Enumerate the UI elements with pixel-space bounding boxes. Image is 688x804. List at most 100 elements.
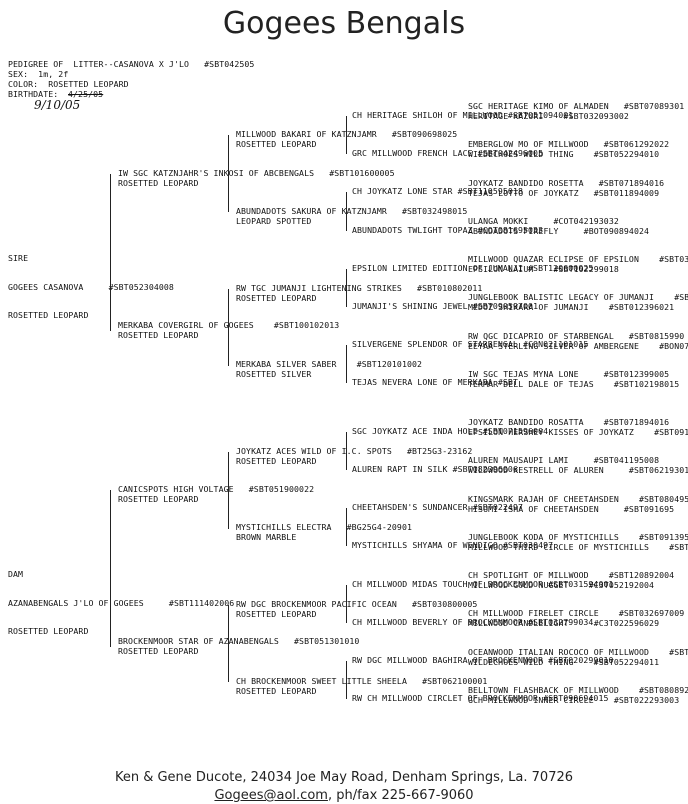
- birthdate-handwritten: 9/10/05: [34, 98, 81, 112]
- gen4-entry: MYSTICHILLS SHYAMA OF WENDIGO #SBT030497: [352, 540, 553, 551]
- gen5-entry: JOYKATZ BANDIDO ROSETTA #SBT071894016: [468, 178, 665, 188]
- entry-name: RW CH MILLWOOD CIRCLET OF BROCKENMOOR: [352, 693, 539, 703]
- entry-reg: #SBT051094001: [507, 110, 574, 120]
- bracket-gen3: [346, 345, 347, 383]
- entry-name: RW DGC MILLWOOD BAGHIRA OF BROCKENMOOR: [352, 655, 544, 665]
- entry-name: JUMANJI'S SHINING JEWEL: [352, 301, 468, 311]
- gen5-entry: TERMAR DELL DALE OF TEJAS #SBT102198015: [468, 379, 680, 389]
- gen4-entry: EPSILON LIMITED EDITION OF JUMANJI #SBT1…: [352, 263, 594, 274]
- entry-reg: #SBT042496005: [477, 148, 544, 158]
- entry-name: ALUREN RAPT IN SILK: [352, 464, 448, 474]
- entry-name: CH MILLWOOD MIDAS TOUCH OF BROCKENMOOR: [352, 579, 544, 589]
- gen5-entry: EEYAA STERLING SILVER OF AMBERGENE #BON0…: [468, 341, 688, 351]
- entry-color: ROSETTED SILVER: [236, 368, 312, 379]
- entry-name: JOYKATZ ACES WILD OF I.C. SPOTS #BT25G3-…: [236, 446, 473, 456]
- dam-color: ROSETTED LEOPARD: [8, 626, 89, 636]
- gen3-entry: RW TGC JUMANJI LIGHTENING STRIKES #SBT01…: [236, 283, 483, 303]
- entry-reg: #COT081695033: [477, 225, 544, 235]
- gen5-entry: WILDECHOES WILD THING #SBT052294011: [468, 657, 660, 667]
- entry-color: ROSETTED LEOPARD: [236, 138, 317, 149]
- gen5-entry: EPSILON HERSHEY KISSES OF JOYKATZ #SBT09…: [468, 427, 688, 437]
- birthdate-label: BIRTHDATE:: [8, 89, 59, 99]
- entry-reg: #SBT110595018: [457, 186, 524, 196]
- gen4-entry: JUMANJI'S SHINING JEWEL #SBT090597001: [352, 301, 539, 312]
- gen4-entry: RW CH MILLWOOD CIRCLET OF BROCKENMOOR #S…: [352, 693, 609, 704]
- entry-color: ROSETTED LEOPARD: [118, 177, 199, 188]
- entry-color: ROSETTED LEOPARD: [118, 493, 199, 504]
- color-line: COLOR: ROSETTED LEOPARD: [8, 79, 129, 89]
- gen2-entry: BROCKENMOOR STAR OF AZANABENGALS #SBT051…: [118, 636, 360, 656]
- entry-name: CHEETAHSDEN'S SUNDANCER: [352, 502, 468, 512]
- gen3-entry: ABUNDADOTS SAKURA OF KATZNJAMR #SBT03249…: [236, 206, 468, 226]
- entry-reg: #SBT020299010: [548, 655, 614, 665]
- entry-name: MYSTICHILLS ELECTRA #BG25G4-20901: [236, 522, 413, 532]
- gen5-entry: EMBERGLOW MO OF MILLWOOD #SBT061292022: [468, 139, 670, 149]
- entry-name: CH HERITAGE SHILOH OF MILLWOOD: [352, 110, 503, 120]
- bracket-gen3: [346, 192, 347, 231]
- bracket-sire: [110, 174, 111, 331]
- entry-name: CANICSPOTS HIGH VOLTAGE #SBT051900022: [118, 484, 315, 494]
- gen4-entry: RW DGC MILLWOOD BAGHIRA OF BROCKENMOOR #…: [352, 655, 614, 666]
- page-title: Gogees Bengals: [222, 6, 466, 41]
- entry-name: MERKABA SILVER SABER #SBT120101002: [236, 359, 423, 369]
- entry-name: EPSILON LIMITED EDITION OF JUMANJI: [352, 263, 523, 273]
- bracket-gen2: [228, 452, 229, 529]
- gen5-entry: JUNGLEBOOK KODA OF MYSTICHILLS #SBT09139…: [468, 532, 688, 542]
- gen5-entry: RW QGC DICAPRIO OF STARBENGAL #SBT081599…: [468, 331, 685, 341]
- footer-contact: Gogees@aol.com, ph/fax 225-667-9060: [0, 788, 688, 803]
- entry-color: ROSETTED LEOPARD: [236, 455, 317, 466]
- entry-reg: #SBT120600025: [528, 263, 594, 273]
- entry-reg: #SBT082396006: [452, 464, 518, 474]
- entry-reg: #SBT071596004: [482, 426, 549, 436]
- entry-color: ROSETTED LEOPARD: [236, 608, 317, 619]
- gen4-entry: SILVERGENE SPLENDOR OF STARBENGAL #CON02…: [352, 339, 588, 350]
- gen5-entry: WILDECHOES WILD THING #SBT052294010: [468, 149, 660, 159]
- gen5-entry: ULANGA MOKKI #COT042193032: [468, 216, 619, 226]
- bracket-gen3: [346, 269, 347, 307]
- sire-name: GOGEES CASANOVA #SBT052304008: [8, 281, 174, 292]
- entry-color: ROSETTED LEOPARD: [236, 685, 317, 696]
- bracket-dam: [110, 490, 111, 647]
- entry-name: SGC JOYKATZ ACE INDA HOLE: [352, 426, 478, 436]
- entry-name: ABUNDADOTS TWLIGHT TOPAZ: [352, 225, 473, 235]
- entry-reg: #SBT090597001: [472, 301, 539, 311]
- entry-reg: #SBT022497: [472, 502, 524, 512]
- bracket-gen2: [228, 605, 229, 682]
- gen5-entry: JOYKATZ BANDIDO ROSATTA #SBT071894016: [468, 417, 670, 427]
- entry-reg: #SBT031594001: [548, 579, 614, 589]
- gen4-entry: CH HERITAGE SHILOH OF MILLWOOD #SBT05109…: [352, 110, 574, 121]
- gen5-entry: MILLWOOD QUAZAR ECLIPSE OF EPSILON #SBT0…: [468, 254, 688, 264]
- entry-name: MILLWOOD BAKARI OF KATZNJAMR #SBT0906980…: [236, 129, 458, 139]
- gen4-entry: TEJAS NEVERA LONE OF MERKABA #SBT: [352, 377, 518, 388]
- entry-name: BROCKENMOOR STAR OF AZANABENGALS #SBT051…: [118, 636, 360, 646]
- entry-color: ROSETTED LEOPARD: [236, 292, 317, 303]
- footer-address: Ken & Gene Ducote, 24034 Joe May Road, D…: [114, 770, 574, 785]
- entry-color: BROWN MARBLE: [236, 531, 297, 542]
- gen4-entry: CH MILLWOOD MIDAS TOUCH OF BROCKENMOOR #…: [352, 579, 614, 590]
- gen5-entry: MILLWOOD THIRD CIRCLE OF MYSTICHILLS #SB…: [468, 542, 688, 552]
- gen5-entry: MILLWOOD CANDLELIGHT #C3T022596029: [468, 618, 660, 628]
- gen3-entry: CH BROCKENMOOR SWEET LITTLE SHEELA #SBT0…: [236, 676, 487, 696]
- entry-name: RW TGC JUMANJI LIGHTENING STRIKES #SBT01…: [236, 283, 483, 293]
- entry-color: ROSETTED LEOPARD: [118, 645, 199, 656]
- gen3-entry: RW DGC BROCKENMOOR PACIFIC OCEAN #SBT030…: [236, 599, 477, 619]
- entry-reg: #SBT: [497, 377, 518, 387]
- gen5-entry: GCH MILLWOOD INNER CIRCLE #SBT022293003: [468, 695, 680, 705]
- bracket-gen3: [346, 661, 347, 699]
- gen5-entry: OCEANWOOD ITALIAN ROCOCO OF MILLWOOD #SB…: [468, 647, 688, 657]
- gen5-entry: BELLTOWN FLASHBACK OF MILLWOOD #SBT08089…: [468, 685, 688, 695]
- email-link[interactable]: Gogees@aol.com: [214, 788, 328, 803]
- phone-text: , ph/fax 225-667-9060: [327, 788, 474, 803]
- entry-name: SILVERGENE SPLENDOR OF STARBENGAL: [352, 339, 518, 349]
- birthdate-struck: 4/25/05: [68, 89, 104, 99]
- entry-name: ABUNDADOTS SAKURA OF KATZNJAMR #SBT03249…: [236, 206, 468, 216]
- gen3-entry: MILLWOOD BAKARI OF KATZNJAMR #SBT0906980…: [236, 129, 458, 149]
- gen5-entry: MILLWOOD GOLD NUGGET #C3T052192004: [468, 580, 655, 590]
- entry-reg: #SBT032799034: [528, 617, 594, 627]
- gen3-entry: JOYKATZ ACES WILD OF I.C. SPOTS #BT25G3-…: [236, 446, 473, 466]
- gen4-entry: CHEETAHSDEN'S SUNDANCER #SBT022497: [352, 502, 524, 513]
- dam-entry: DAM AZANABENGALS J'LO OF GOGEES #SBT1114…: [8, 551, 234, 646]
- entry-color: ROSETTED LEOPARD: [118, 329, 199, 340]
- gen4-entry: CH MILLWOOD BEVERLY OF BROCKENMOOR #SBT0…: [352, 617, 594, 628]
